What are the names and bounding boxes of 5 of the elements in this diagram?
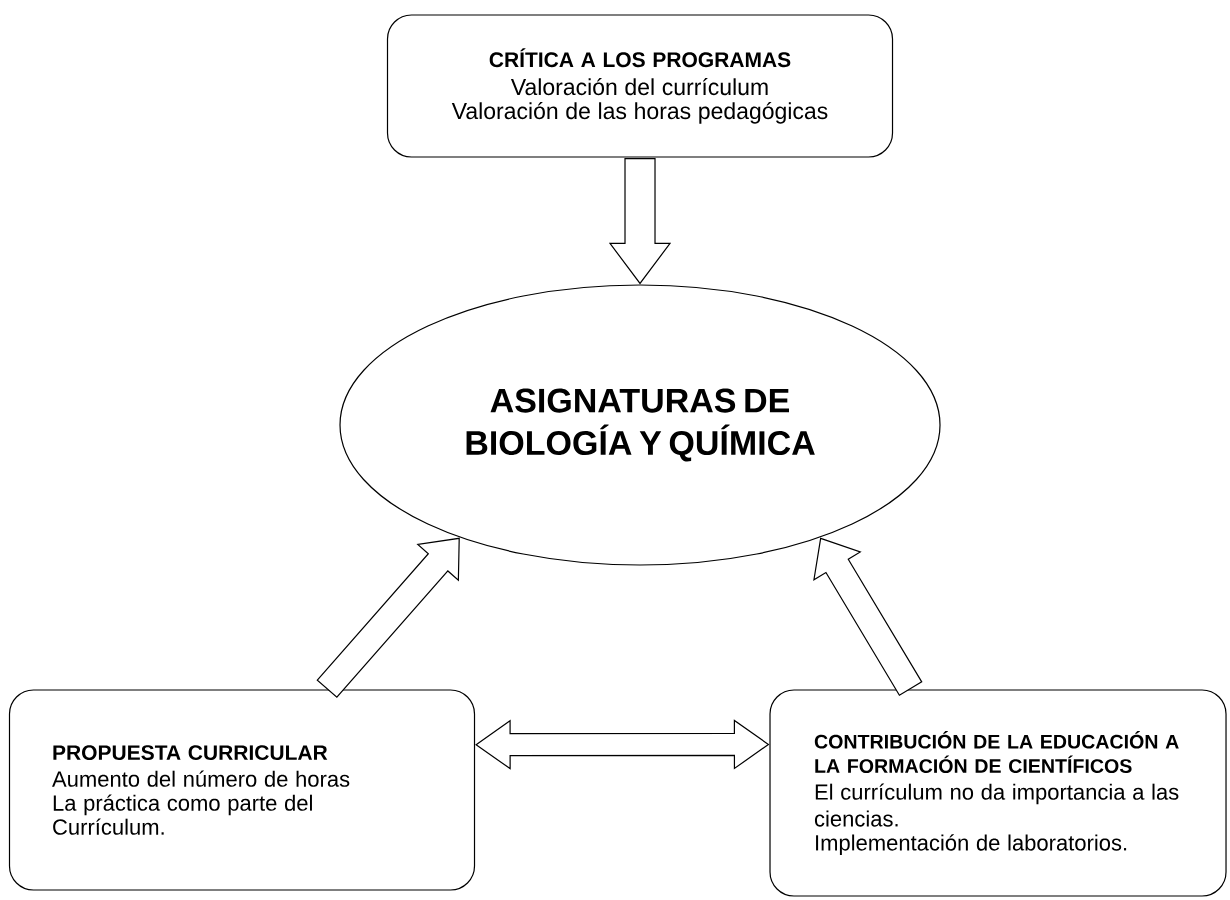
double-block-arrow <box>475 719 770 770</box>
rounded-box: CRÍTICA A LOS PROGRAMAS Valoración del currículum Valoración de las horas pedagógicas <box>386 14 894 158</box>
block-arrow <box>608 158 672 285</box>
rounded-box: CONTRIBUCIÓN DE LA EDUCACIÓN A LA FORMACIÓN DE CIENTÍFICOS El currículum no da importancia a las ciencias. Implementación de laboratorios. <box>769 689 1227 897</box>
rounded-box: PROPUESTA CURRICULAR Aumento del número de horas La práctica como parte del Currículum. <box>8 689 476 891</box>
